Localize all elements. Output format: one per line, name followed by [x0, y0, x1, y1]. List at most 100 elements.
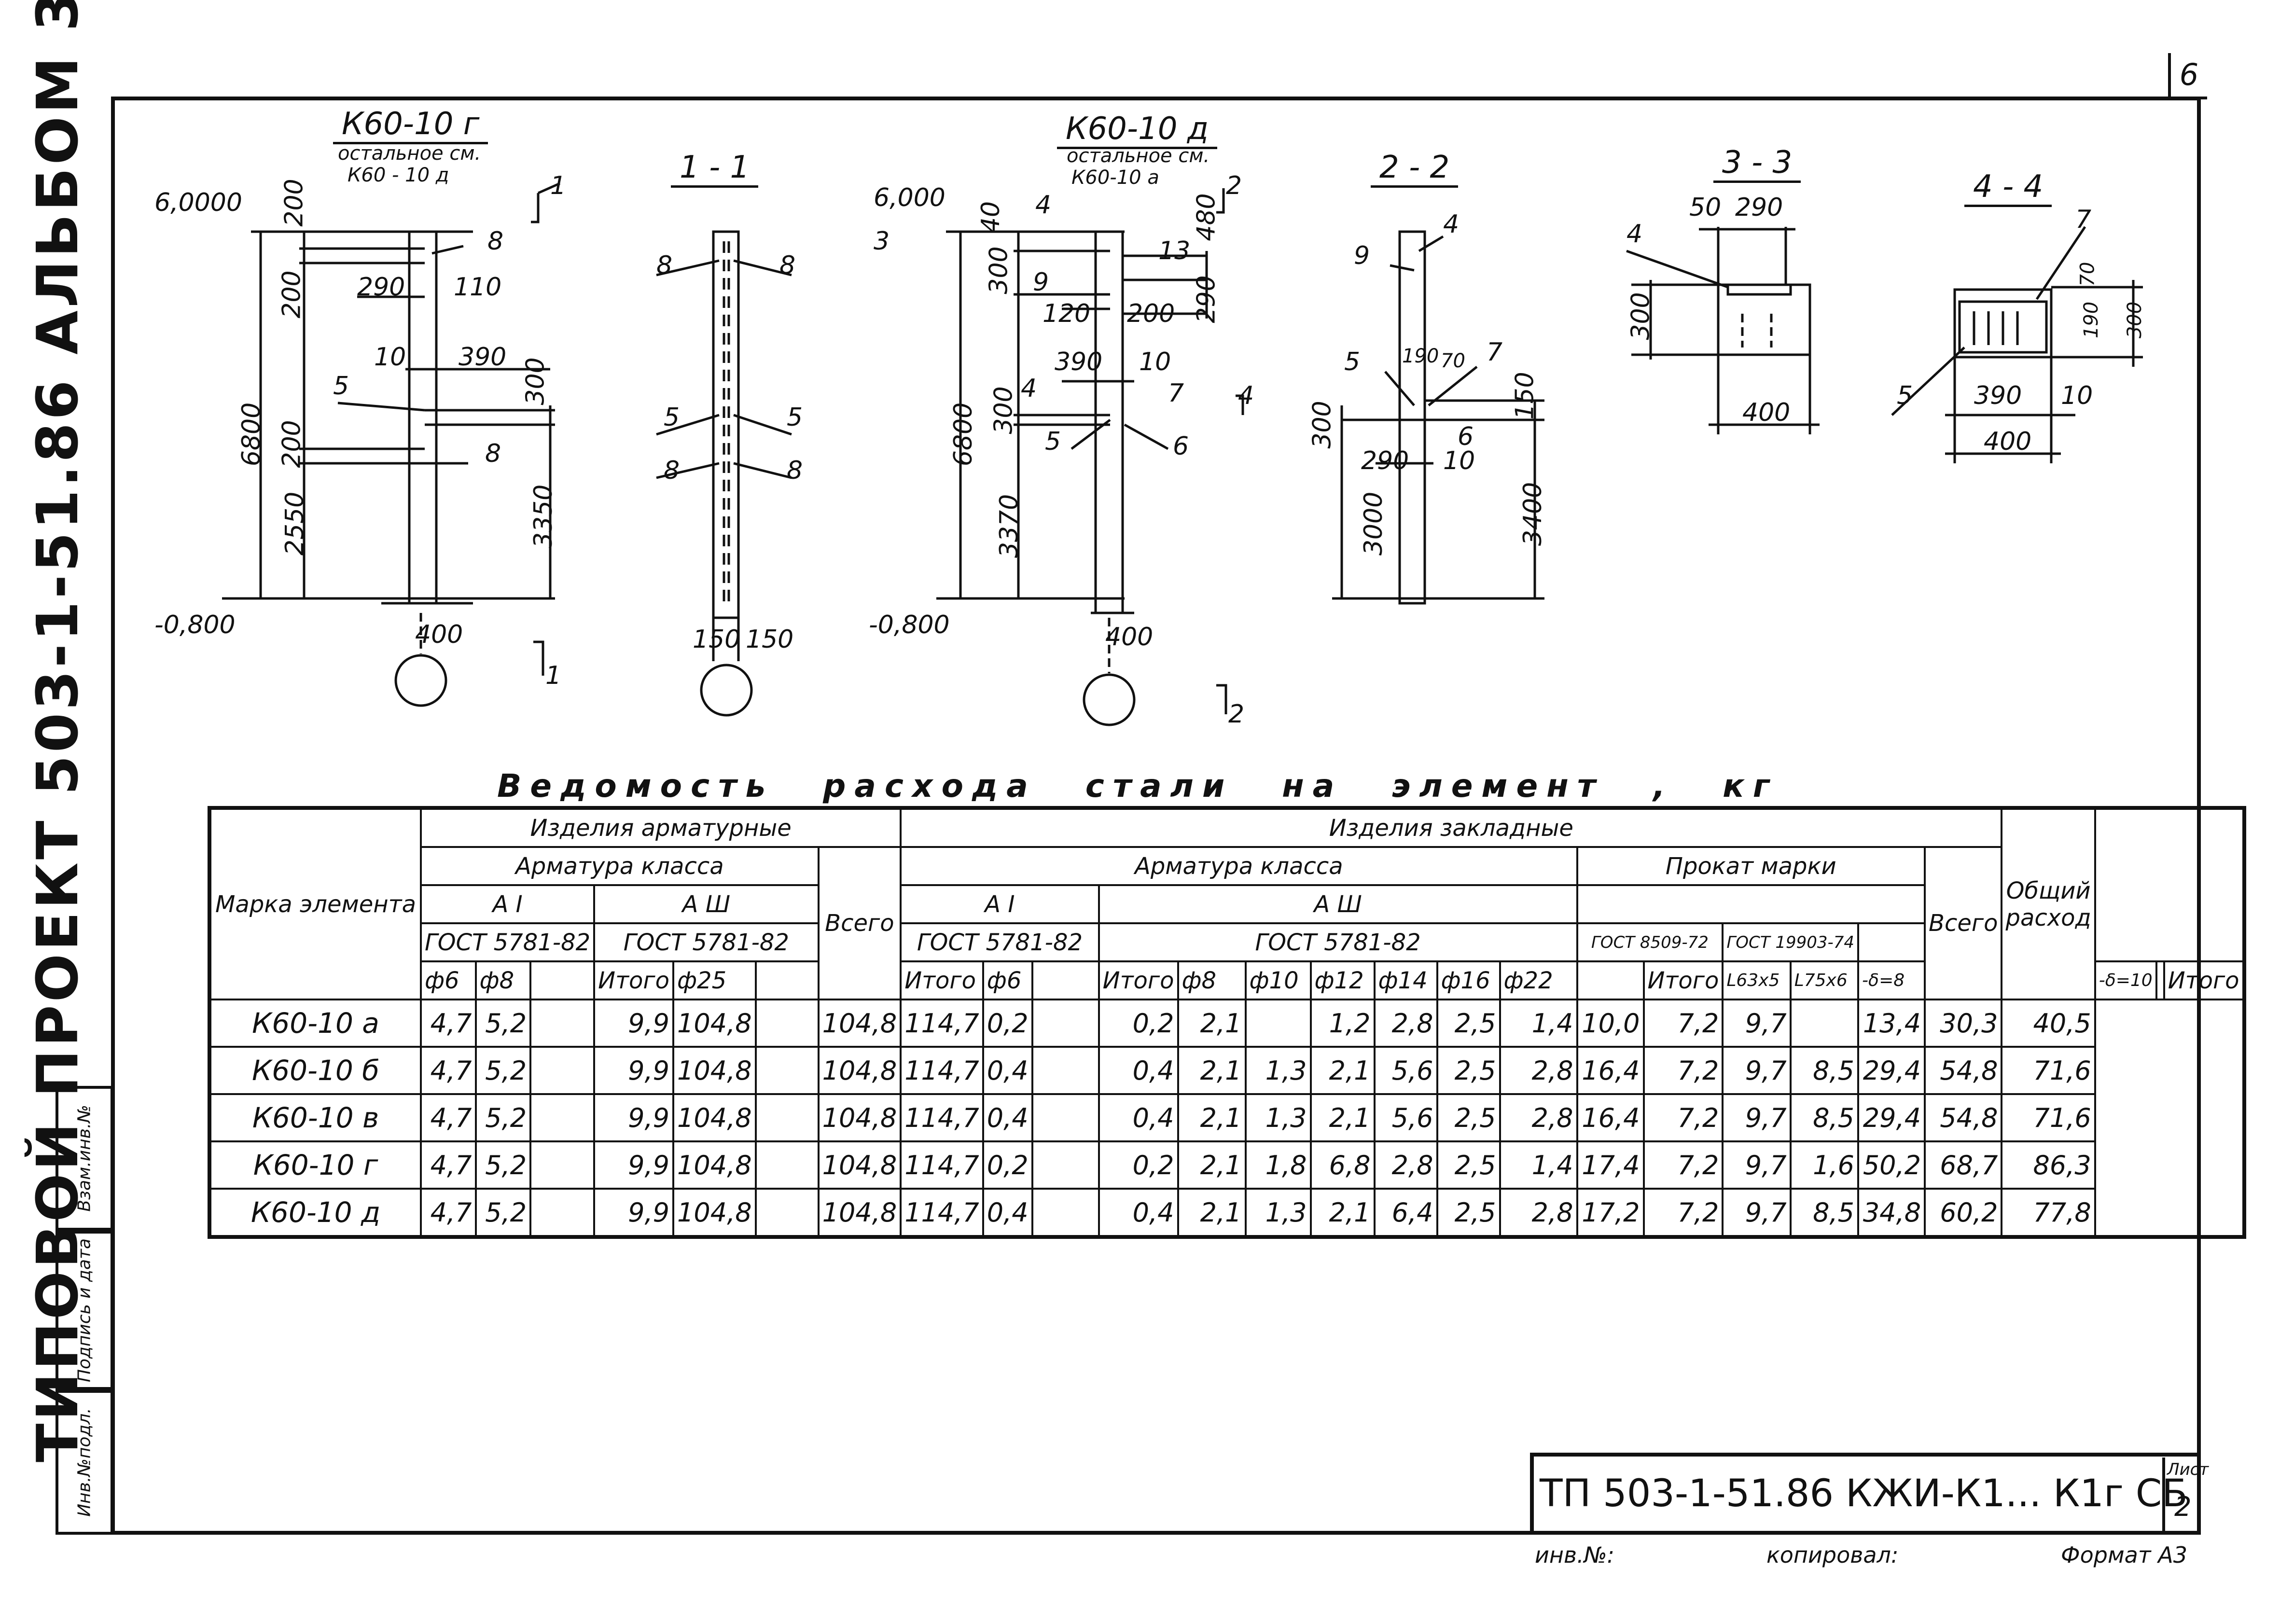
sheet-cell	[2162, 1457, 2201, 1535]
view-title-text: К60-10 д	[1057, 111, 1217, 149]
cell-empty	[529, 1140, 596, 1190]
cell-bsum: 104,8	[817, 999, 902, 1048]
dimension: 6800	[237, 402, 266, 467]
position-mark: 5	[333, 372, 349, 401]
subheader	[1576, 960, 1645, 1000]
cell-b25: 104,8	[672, 1093, 757, 1142]
cell-e63: 7,2	[1642, 1188, 1724, 1238]
header-class-ai: А I	[900, 884, 1100, 924]
cell-asum: 9,9	[593, 1046, 674, 1095]
cell-d22: 2,8	[1499, 1188, 1578, 1238]
stamp-field-label: Подпись и дата	[74, 1238, 95, 1383]
cell-esum: 54,8	[1924, 1093, 2003, 1142]
header-gost: ГОСТ 5781-82	[900, 922, 1100, 962]
cell-e63: 7,2	[1642, 1140, 1724, 1190]
dimension: 3350	[529, 484, 558, 549]
dimension: 10	[374, 343, 406, 372]
subheader: ф16	[1436, 960, 1501, 1000]
dimension: 290	[1192, 275, 1221, 323]
subheader: Итого	[1642, 960, 1724, 1000]
elevation-mark: 6,0000	[154, 188, 242, 217]
sheet-label: Лист	[2167, 1460, 2209, 1479]
cell-tot: 114,7	[900, 999, 984, 1048]
dimension: 200	[277, 270, 306, 319]
elevation-mark: -0,800	[869, 611, 950, 639]
subheader: ф22	[1499, 960, 1578, 1000]
dimension: 200	[279, 179, 309, 227]
inventory-label: инв.№:	[1535, 1542, 1615, 1568]
dimension: 6800	[949, 402, 978, 467]
subheader: ф8	[474, 960, 532, 1000]
subheader: ф12	[1309, 960, 1376, 1000]
cell-dsum: 16,4	[1576, 1093, 1645, 1142]
position-mark: 5	[787, 403, 803, 432]
column-drawings	[222, 182, 2143, 726]
cell-c6: 0,4	[982, 1046, 1033, 1095]
section-mark: 1	[550, 171, 567, 200]
position-mark: 6	[1458, 422, 1474, 451]
dimension: 70	[1441, 350, 1465, 372]
cell-e8: 8,5	[1789, 1093, 1860, 1142]
view-title-text: К60-10 г	[333, 106, 488, 144]
cell-tot2: 86,3	[2001, 1140, 2096, 1190]
subheader: L63х5	[1722, 960, 1792, 1000]
cell-d10: 1,8	[1244, 1140, 1312, 1190]
sheet-corner-number: 6	[2168, 53, 2207, 99]
dimension: 150	[1510, 372, 1540, 420]
cell-a8: 5,2	[474, 1093, 532, 1142]
cell-d22: 2,8	[1499, 1093, 1578, 1142]
header-arm-class: Арматура класса	[900, 846, 1578, 886]
dimension: 300	[1307, 401, 1337, 449]
stamp-field: Взам.инв.№	[56, 1086, 113, 1231]
view-note: остальное см.	[338, 142, 481, 165]
table-title: Ведомость расхода стали на элемент , кг	[497, 767, 1779, 805]
position-mark: 8	[485, 439, 501, 468]
cell-e10: 29,4	[1857, 1093, 1926, 1142]
row-mark: К60-10 г	[209, 1140, 422, 1190]
cell-d22: 1,4	[1499, 1140, 1578, 1190]
position-mark: 6	[1173, 432, 1189, 461]
cell-d14: 2,8	[1373, 999, 1438, 1048]
cell-d8: 2,1	[1177, 1188, 1247, 1238]
cell-bsum: 104,8	[817, 1188, 902, 1238]
cell-d14: 5,6	[1373, 1046, 1438, 1095]
cell-empty	[1031, 1046, 1100, 1095]
cell-bsum: 104,8	[817, 1093, 902, 1142]
position-mark: 8	[779, 251, 796, 280]
dimension: 290	[1361, 446, 1409, 475]
sheet-number: 2	[2174, 1491, 2192, 1523]
cell-empty	[754, 1188, 820, 1238]
cell-esum: 68,7	[1924, 1140, 2003, 1190]
header-arm-class: Арматура класса	[420, 846, 820, 886]
cell-empty	[529, 1046, 596, 1095]
subheader	[754, 960, 820, 1000]
dimension: 3000	[1359, 491, 1389, 556]
cell-d14: 6,4	[1373, 1188, 1438, 1238]
elevation-mark: 6,000	[874, 183, 945, 212]
elevation-mark: -0,800	[154, 611, 236, 639]
position-mark: 8	[787, 456, 803, 485]
cell-d10: 1,3	[1244, 1093, 1312, 1142]
cell-empty	[754, 1046, 820, 1095]
position-mark: 9	[1354, 241, 1370, 270]
subheader	[1031, 960, 1100, 1000]
position-mark: 9	[1033, 268, 1049, 297]
steel-consumption-table: Марка элемента Изделия арматурные Издели…	[208, 806, 2246, 1239]
section-mark: 4	[1238, 381, 1254, 410]
cell-c6: 0,2	[982, 1140, 1033, 1190]
subheader: ф14	[1373, 960, 1438, 1000]
cell-csum: 0,4	[1098, 1093, 1179, 1142]
header-empty	[1576, 884, 1926, 924]
position-mark: 4	[1443, 210, 1460, 239]
cell-d16: 2,5	[1436, 999, 1501, 1048]
drawing-code: ТП 503-1-51.86 КЖИ-К1... К1г СБ	[1540, 1472, 2188, 1515]
cell-csum: 0,4	[1098, 1188, 1179, 1238]
drawing-frame	[111, 97, 2201, 1535]
cell-asum: 9,9	[593, 999, 674, 1048]
cell-e75: 9,7	[1722, 999, 1792, 1048]
dimension: 120	[1043, 299, 1091, 328]
cell-esum: 30,3	[1924, 999, 2003, 1048]
cell-empty	[529, 1093, 596, 1142]
subheader	[529, 960, 596, 1000]
view-title-text: 2 - 2	[1371, 150, 1459, 188]
